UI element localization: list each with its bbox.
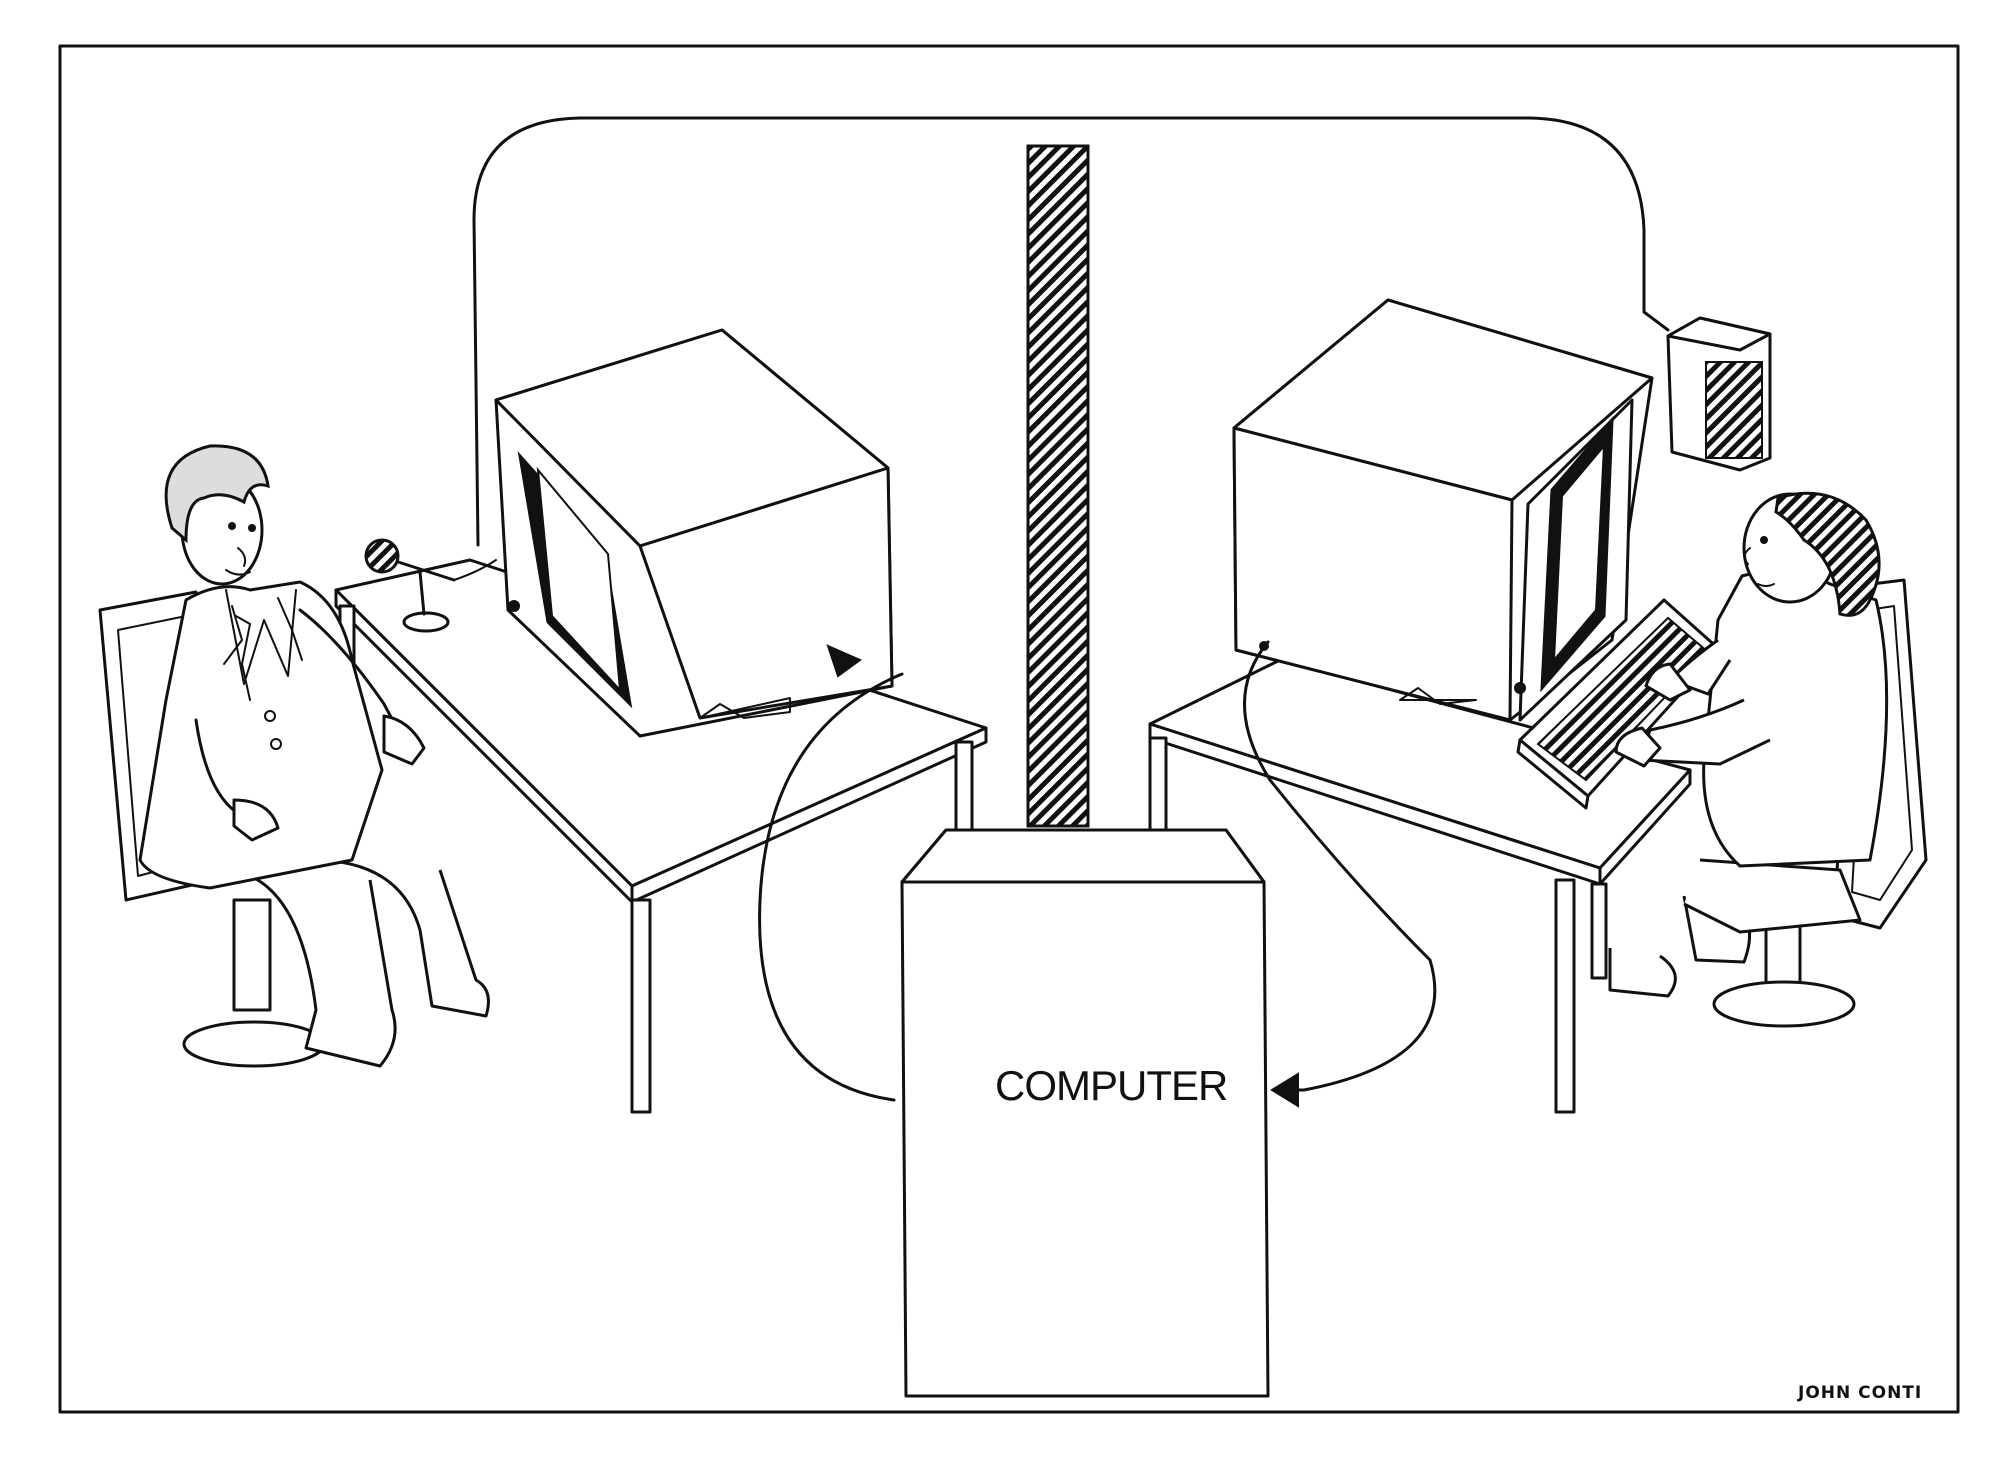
seated-man [98,444,490,1068]
overhead-cable [472,116,1670,547]
right-chair-base [1712,980,1856,1028]
typing-person [1608,491,1928,1028]
right-monitor [1232,298,1654,722]
left-chair-base [182,1020,326,1068]
right-cable [1243,640,1437,1092]
wall-box [1666,316,1772,472]
computer-label: COMPUTER [995,1062,1227,1109]
left-cable-arrow [826,644,862,678]
left-monitor [494,328,894,738]
left-cable [758,672,904,1102]
microphone-head [364,538,400,574]
left-screen [536,466,622,693]
artist-signature: JOHN CONTI [1797,1383,1922,1403]
right-cable-arrow [1270,1072,1299,1108]
microphone [364,538,497,633]
picture-frame [58,44,1960,1414]
dividing-wall [1026,144,1090,828]
computer-unit: COMPUTER [900,828,1270,1398]
right-screen [1552,443,1606,663]
